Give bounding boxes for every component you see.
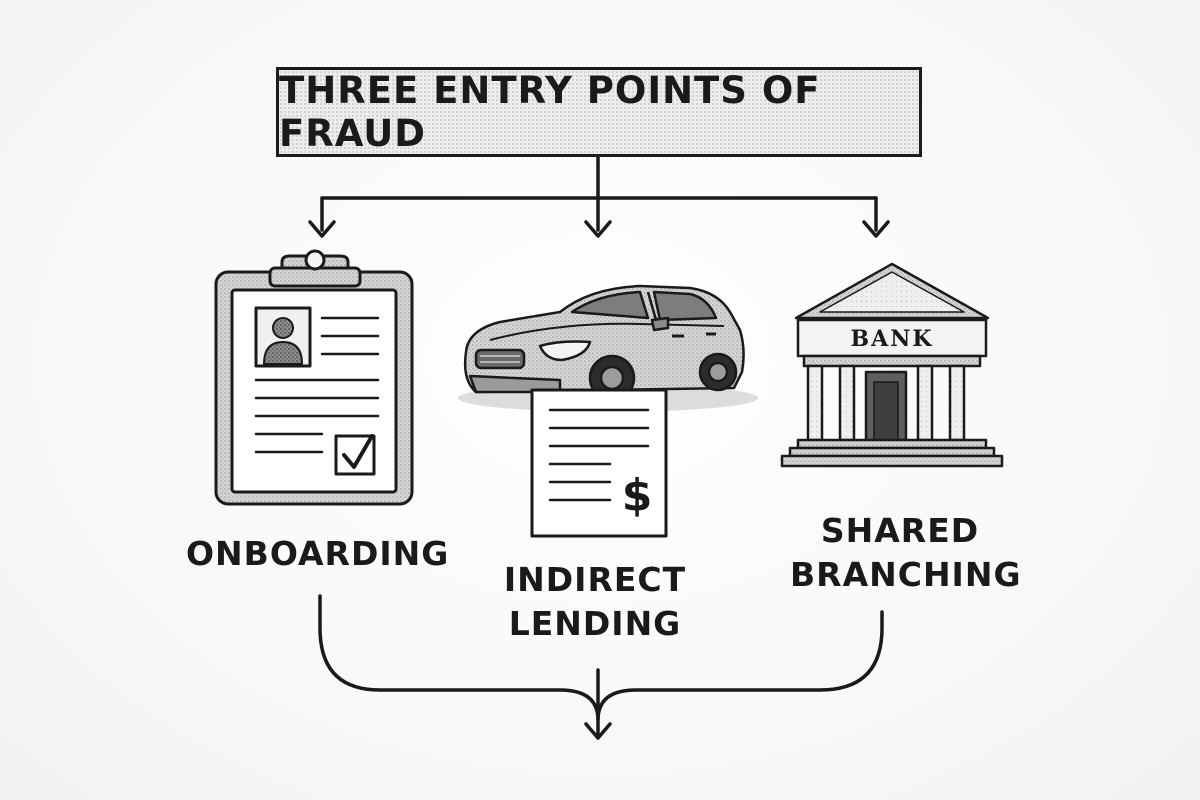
label-indirect-lending-line-1: INDIRECT — [503, 560, 687, 599]
clipboard-icon — [214, 249, 414, 506]
bank-sign: BANK — [851, 326, 934, 352]
merge-arrowhead — [584, 722, 612, 740]
label-shared-branching-line-2: BRANCHING — [790, 555, 1022, 594]
car-loan-icon — [458, 284, 758, 538]
label-shared-branching-line-1: SHARED — [820, 511, 980, 550]
bank-icon — [780, 262, 1004, 468]
loan-document-icon — [530, 388, 668, 538]
title-box: THREE ENTRY POINTS OF FRAUD — [276, 67, 922, 157]
label-onboarding-line-1: ONBOARDING — [186, 534, 450, 573]
dollar-sign-icon: $ — [622, 470, 653, 521]
left-arrowhead — [308, 220, 336, 238]
label-indirect-lending-line-2: LENDING — [508, 604, 682, 643]
label-onboarding: ONBOARDING — [186, 532, 450, 576]
middle-arrowhead — [584, 220, 612, 238]
right-arrowhead — [862, 220, 890, 238]
car-icon — [463, 284, 745, 402]
check-mark-icon — [342, 434, 374, 469]
label-shared-branching: SHARED BRANCHING — [790, 509, 1022, 597]
person-head — [272, 317, 294, 339]
label-indirect-lending: INDIRECT LENDING — [495, 558, 695, 646]
diagram-title: THREE ENTRY POINTS OF FRAUD — [279, 69, 821, 155]
person-shoulders — [263, 341, 303, 365]
